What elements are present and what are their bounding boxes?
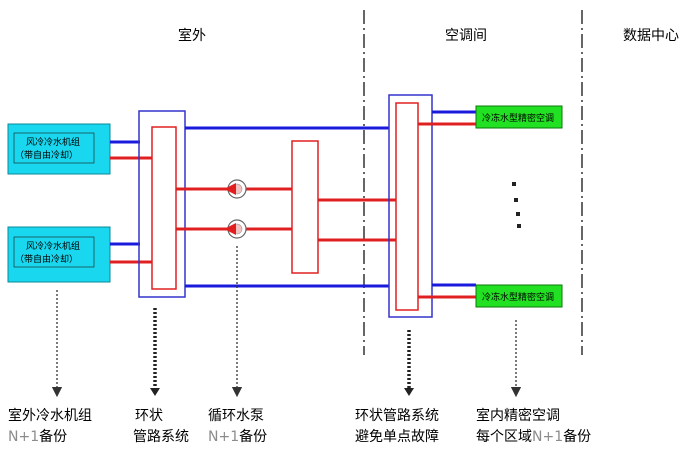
chiller-unit-1: 风冷冷水机组 （带自由冷却） (7, 123, 111, 175)
caption-ring-indoor-line2: 避免单点故障 (355, 429, 439, 445)
chiller-2-line1: 风冷冷水机组 (26, 240, 80, 252)
chiller-pipes (110, 140, 152, 264)
pump-icon-1 (224, 179, 247, 199)
zone-datacenter-label: 数据中心 (623, 28, 679, 44)
chiller-1-line1: 风冷冷水机组 (26, 136, 80, 148)
caption-crah-line2: 每个区域N+1备份 (476, 428, 591, 445)
caption-chiller-line1: 室外冷水机组 (8, 407, 92, 424)
chiller-unit-2: 风冷冷水机组 （带自由冷却） (7, 226, 111, 283)
pump-icon-2 (224, 219, 247, 239)
caption-chiller-line2: N+1备份 (8, 428, 67, 445)
outdoor-ring-manifold (138, 110, 186, 298)
thick-arrow-head-1 (150, 388, 160, 396)
ellipsis-dots (512, 182, 521, 228)
crah-bottom-label: 冷冻水型精密空调 (482, 291, 554, 303)
crah-top-label: 冷冻水型精密空调 (482, 112, 554, 124)
caption-crah-line1: 室内精密空调 (476, 407, 560, 424)
supply-loop-pipes (185, 126, 389, 288)
crah-pipes (418, 110, 476, 299)
indoor-ring-manifold (388, 94, 433, 318)
caption-pump-line1: 循环水泵 (208, 408, 264, 424)
caption-ring-outdoor-line1: 环状 (135, 408, 163, 424)
zone-outdoor-label: 室外 (178, 27, 206, 44)
thick-arrow-head-2 (404, 388, 414, 396)
caption-ring-indoor-line1: 环状管路系统 (355, 408, 439, 424)
crah-unit-top: 冷冻水型精密空调 (475, 105, 563, 129)
chiller-2-line2: （带自由冷却） (15, 253, 78, 265)
chiller-1-line2: （带自由冷却） (15, 149, 78, 161)
thick-pointer-arrows (153, 308, 411, 390)
zone-acroom-label: 空调间 (445, 28, 487, 44)
pump-header (291, 140, 319, 274)
crah-unit-bottom: 冷冻水型精密空调 (475, 284, 563, 308)
return-pipes (176, 187, 396, 242)
caption-pump-line2: N+1备份 (208, 428, 267, 445)
pointer-arrows (51, 246, 522, 398)
caption-ring-outdoor-line2: 管路系统 (133, 429, 189, 445)
